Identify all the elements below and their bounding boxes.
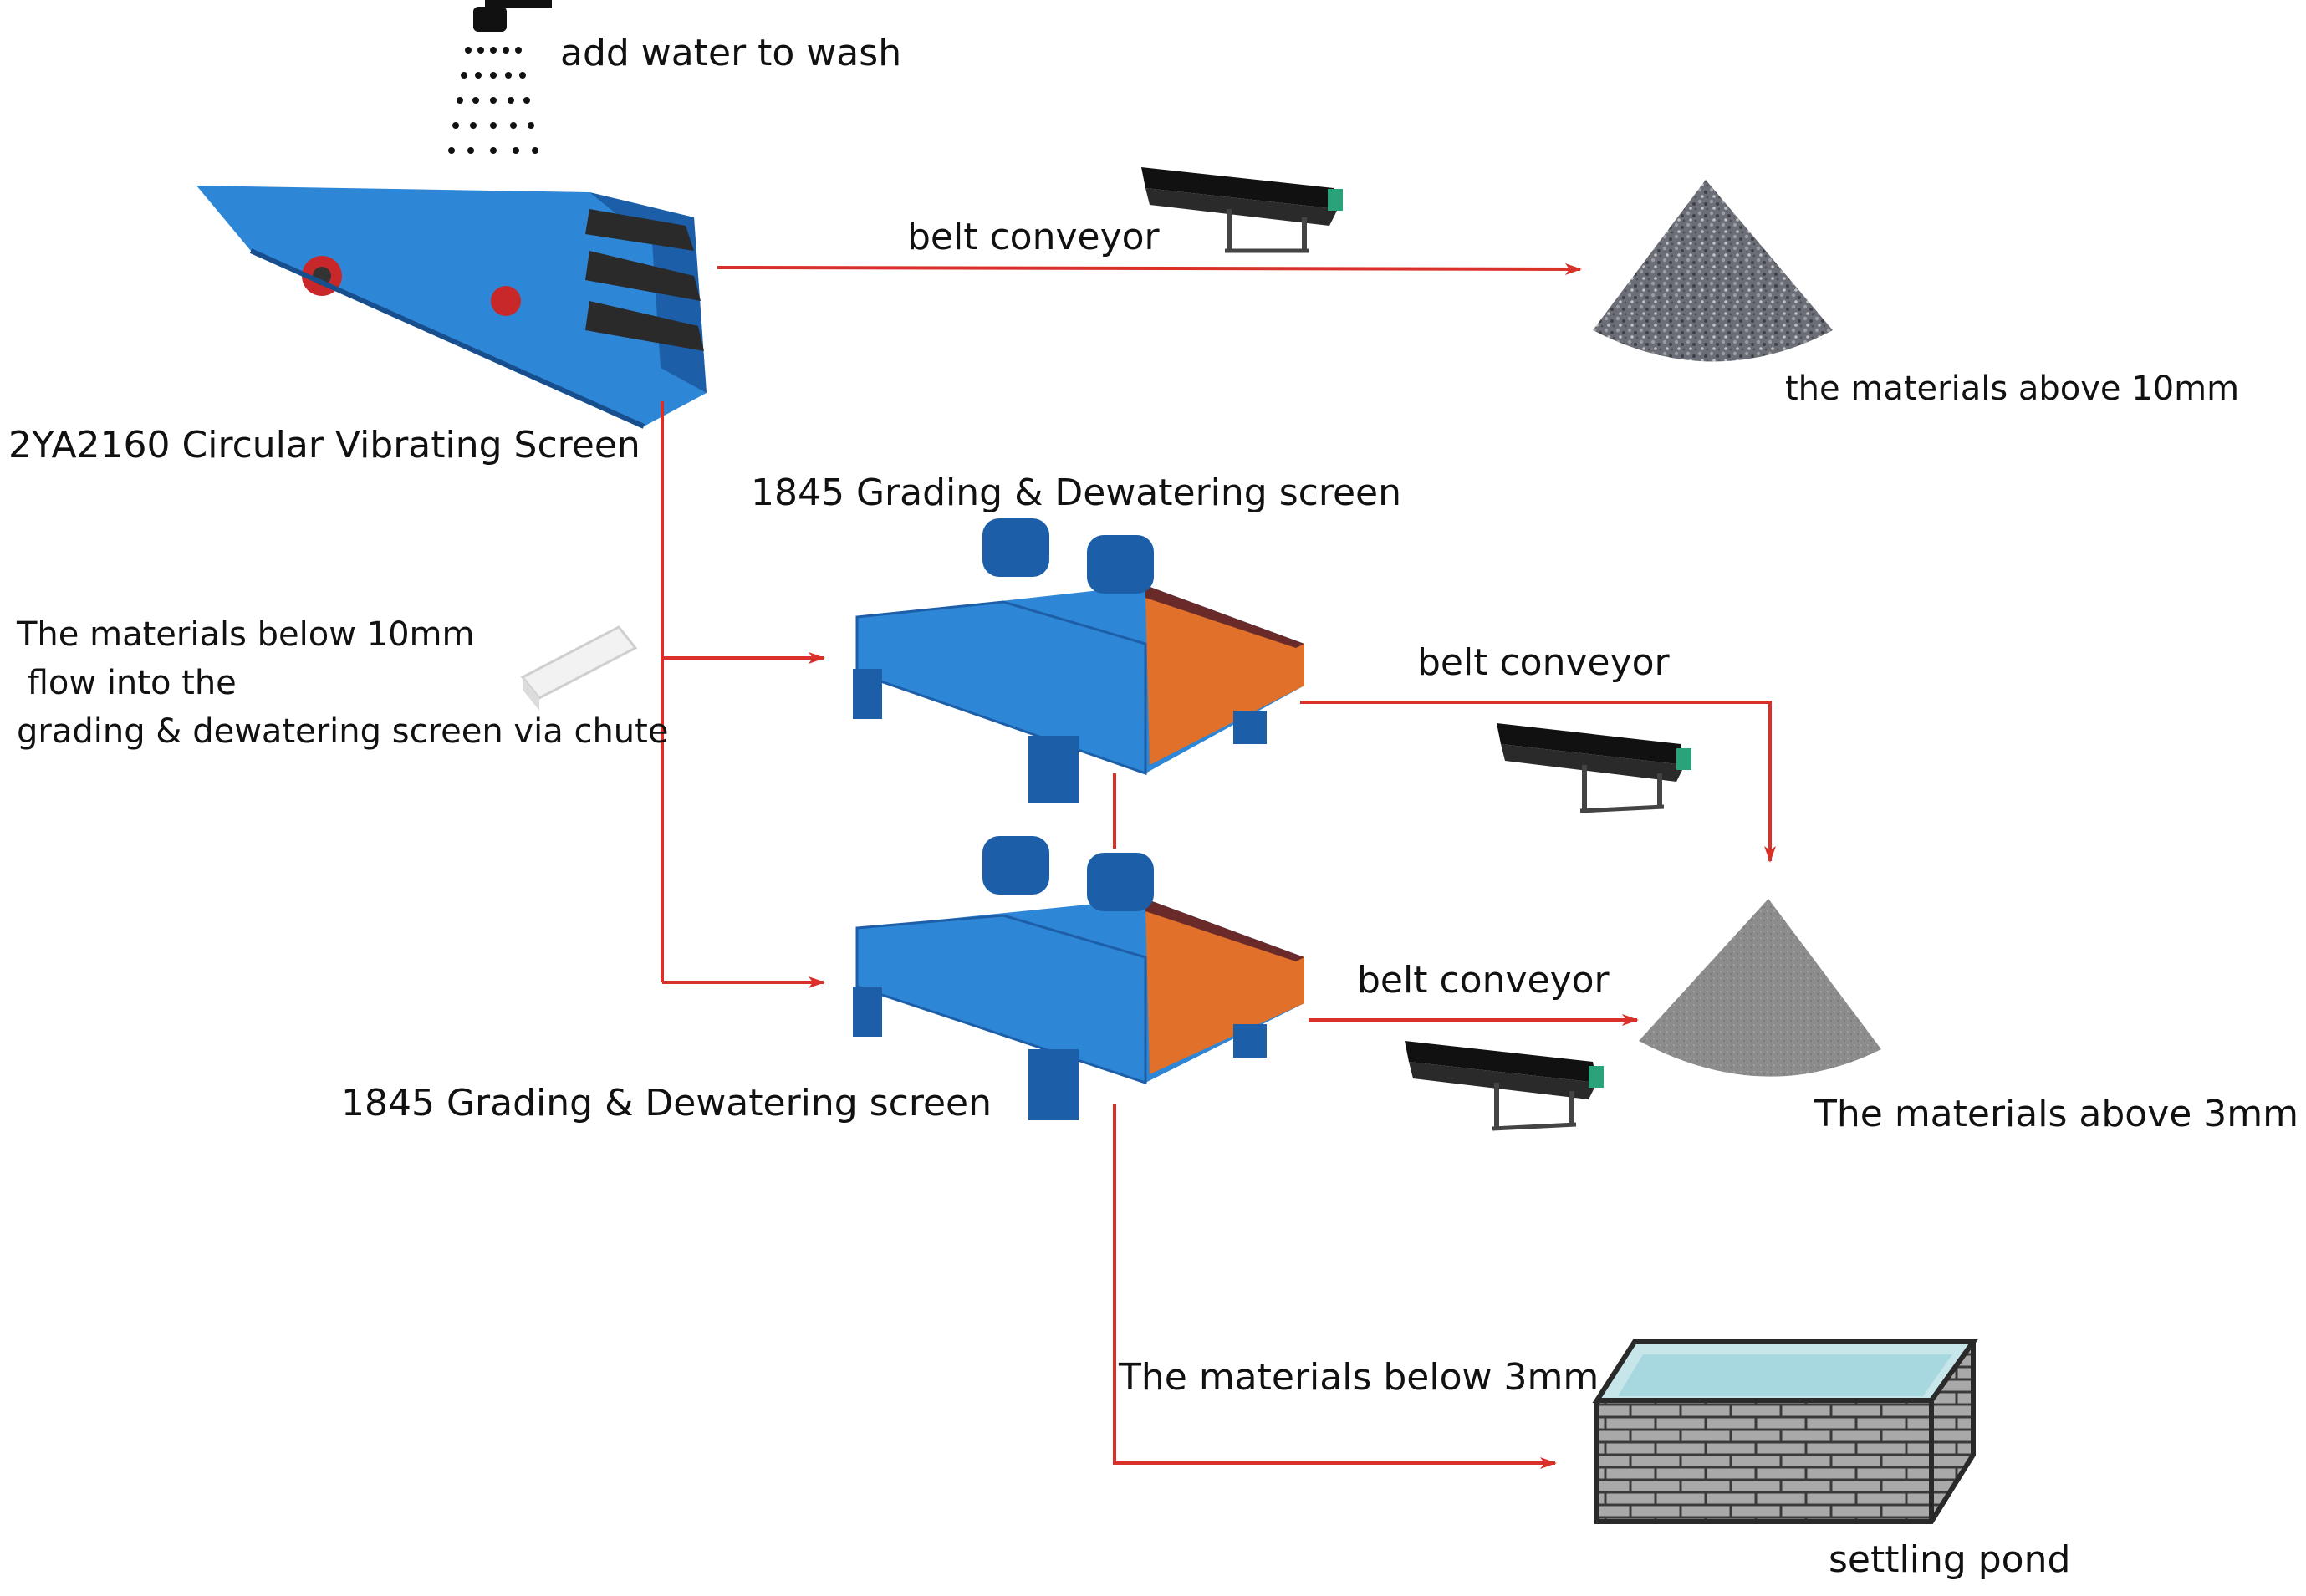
- label-below-10mm-line3: grading & dewatering screen via chute: [17, 712, 669, 751]
- arrow-top-to-above-3mm: [1300, 701, 1776, 863]
- label-below-10mm-line2: flow into the: [17, 664, 237, 702]
- belt-conveyor-icon: [1405, 1041, 1604, 1131]
- arrow-to-above-10mm: [717, 263, 1582, 275]
- grading-dewatering-screen-bottom-icon: [853, 836, 1304, 1120]
- belt-conveyor-icon: [1497, 723, 1691, 813]
- label-belt-conveyor-mid: belt conveyor: [1417, 641, 1670, 684]
- label-add-water: add water to wash: [560, 32, 902, 74]
- label-above-3mm: The materials above 3mm: [1814, 1093, 2299, 1135]
- belt-conveyor-icon: [1141, 167, 1343, 253]
- circular-vibrating-screen-icon: [196, 186, 707, 429]
- flow-arrows: [661, 263, 1776, 1469]
- label-above-10mm: the materials above 10mm: [1785, 370, 2240, 408]
- material-pile-icon: [1593, 180, 1833, 362]
- label-vibrating-screen: 2YA2160 Circular Vibrating Screen: [8, 424, 640, 467]
- brick-settling-pond-icon: [1592, 1339, 1978, 1524]
- label-below-10mm: The materials below 10mm flow into the g…: [17, 610, 668, 756]
- shower-head-icon: [448, 0, 552, 154]
- label-below-3mm: The materials below 3mm: [1119, 1356, 1599, 1399]
- label-settling-pond: settling pond: [1829, 1538, 2071, 1581]
- label-grading-bottom: 1845 Grading & Dewatering screen: [341, 1082, 992, 1124]
- arrow-to-settling-pond: [1113, 1104, 1557, 1469]
- material-pile-icon: [1639, 899, 1881, 1077]
- label-below-10mm-line1: The materials below 10mm: [17, 615, 475, 654]
- chute-icon: [520, 625, 638, 711]
- grading-dewatering-screen-top-icon: [853, 518, 1304, 803]
- label-belt-conveyor-top: belt conveyor: [907, 216, 1160, 258]
- label-grading-top: 1845 Grading & Dewatering screen: [751, 472, 1401, 514]
- label-belt-conveyor-low: belt conveyor: [1357, 959, 1610, 1002]
